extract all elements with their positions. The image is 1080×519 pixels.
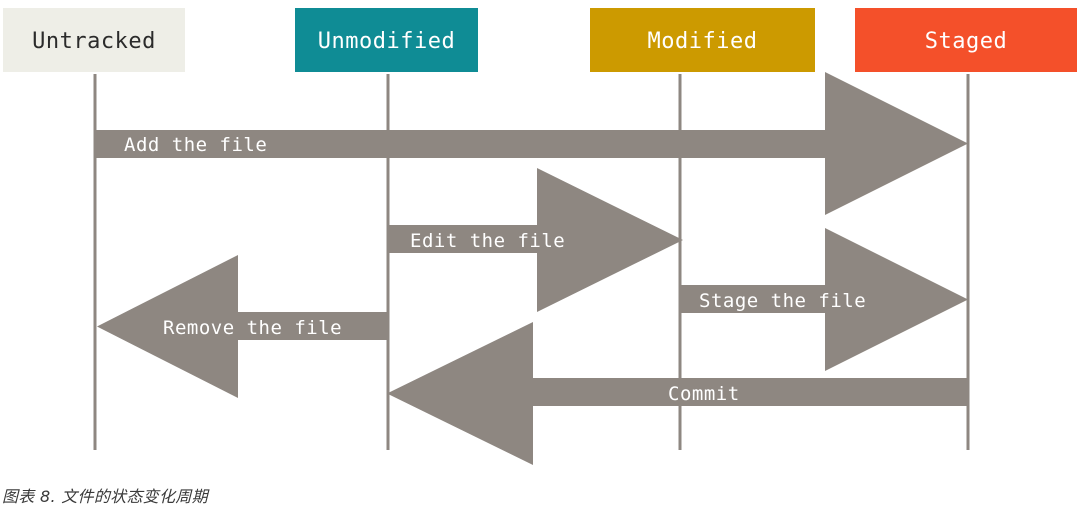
state-box-untracked[interactable]: Untracked <box>3 8 185 72</box>
arrow-label-commit: Commit <box>668 383 740 405</box>
arrow-commit <box>387 322 968 465</box>
arrow-label-remove-the-file: Remove the file <box>163 317 342 339</box>
arrow-label-add-the-file: Add the file <box>124 134 267 156</box>
state-box-staged[interactable]: Staged <box>855 8 1077 72</box>
state-boxes-group: Untracked Unmodified Modified Staged <box>3 8 1077 72</box>
arrow-head-stage-the-file <box>825 228 968 371</box>
arrow-head-edit-the-file <box>537 168 683 312</box>
state-box-bg-modified[interactable] <box>590 8 815 72</box>
arrow-shaft-remove-the-file <box>238 312 388 340</box>
arrow-head-remove-the-file <box>97 255 238 398</box>
arrow-head-commit <box>387 322 533 465</box>
arrow-shaft-stage-the-file <box>680 285 825 313</box>
arrow-shaft-commit <box>533 378 968 406</box>
state-box-bg-unmodified[interactable] <box>295 8 478 72</box>
arrow-add-the-file <box>95 72 968 215</box>
arrow-remove-the-file <box>97 255 388 398</box>
figure-caption: 图表 8. 文件的状态变化周期 <box>2 487 208 506</box>
arrow-label-stage-the-file: Stage the file <box>699 290 866 312</box>
arrow-stage-the-file <box>680 228 968 371</box>
state-box-bg-staged[interactable] <box>855 8 1077 72</box>
state-box-label-modified: Modified <box>648 29 758 54</box>
arrow-edit-the-file <box>388 168 683 312</box>
state-box-label-untracked: Untracked <box>32 29 156 54</box>
transition-arrows-group <box>95 72 968 465</box>
arrow-shaft-add-the-file <box>95 130 825 158</box>
state-box-label-unmodified: Unmodified <box>318 29 455 54</box>
arrow-label-edit-the-file: Edit the file <box>410 230 565 252</box>
state-box-label-staged: Staged <box>925 29 1007 54</box>
state-box-unmodified[interactable]: Unmodified <box>295 8 478 72</box>
arrow-head-add-the-file <box>825 72 968 215</box>
state-box-bg-untracked[interactable] <box>3 8 185 72</box>
state-box-modified[interactable]: Modified <box>590 8 815 72</box>
arrow-shaft-edit-the-file <box>388 225 537 253</box>
